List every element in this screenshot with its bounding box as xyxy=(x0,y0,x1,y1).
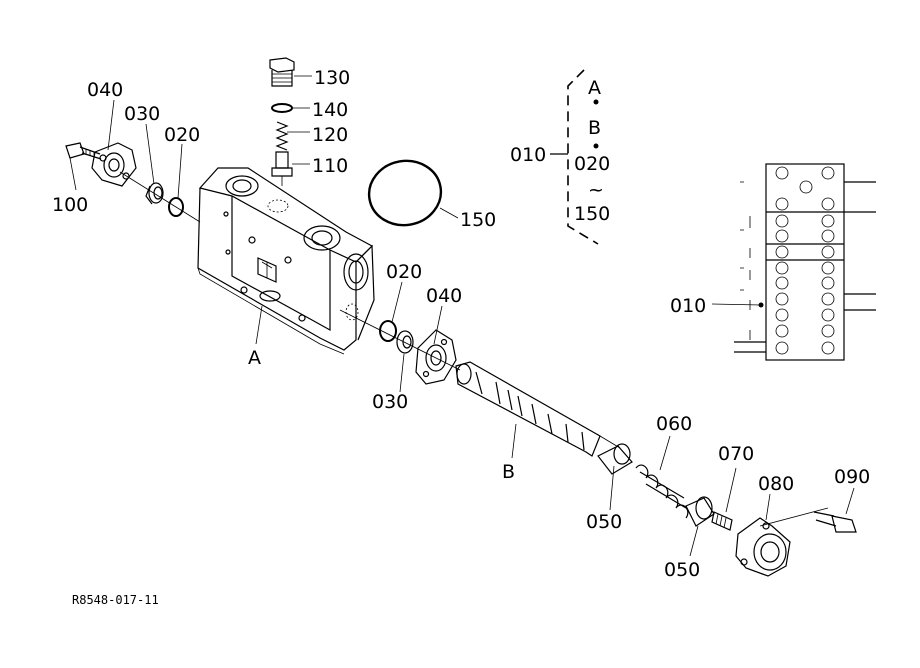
drawing-code: R8548-017-11 xyxy=(72,593,159,607)
washer-030-right-shape xyxy=(396,330,414,354)
bolt-090-shape xyxy=(813,511,857,533)
label-010-inset: 010 xyxy=(670,295,706,317)
label-010-group: 010 xyxy=(510,144,546,166)
o-ring-020-shape xyxy=(168,197,184,217)
label-090: 090 xyxy=(834,466,870,488)
o-ring-140-shape xyxy=(271,103,293,113)
label-020-left: 020 xyxy=(164,124,200,146)
label-020-right: 020 xyxy=(386,261,422,283)
spool-b-shape xyxy=(455,361,621,457)
label-assy-a: A xyxy=(248,347,261,369)
valve-bank-inset xyxy=(734,163,876,361)
assembly-bracket xyxy=(550,69,599,245)
spring-120-shape xyxy=(275,121,289,151)
label-060: 060 xyxy=(656,413,692,435)
label-group-tilde: ~ xyxy=(588,179,604,201)
label-050-upper: 050 xyxy=(586,511,622,533)
valve-body-a-shape xyxy=(197,167,375,355)
left-cover-group xyxy=(65,142,201,223)
bolt-100-shape xyxy=(65,142,102,160)
label-070: 070 xyxy=(718,443,754,465)
right-cover-group xyxy=(339,309,461,385)
poppet-110-shape xyxy=(271,151,293,186)
label-120: 120 xyxy=(312,124,348,146)
o-ring-150-shape xyxy=(367,159,443,227)
cap-080-shape xyxy=(735,517,791,577)
cover-plate-040-right-shape xyxy=(415,329,457,385)
label-group-020: 020 xyxy=(574,153,610,175)
plug-130-shape xyxy=(269,57,295,87)
label-group-b: B xyxy=(588,117,601,139)
cover-plate-040-shape xyxy=(91,142,137,187)
label-assy-b: B xyxy=(502,461,515,483)
spring-assembly xyxy=(597,443,857,577)
label-group-150: 150 xyxy=(574,203,610,225)
label-110: 110 xyxy=(312,155,348,177)
spring-seat-050-upper-shape xyxy=(597,443,633,475)
assembly-axis-left xyxy=(119,171,201,223)
label-050-lower: 050 xyxy=(664,559,700,581)
label-040-right: 040 xyxy=(426,285,462,307)
label-080: 080 xyxy=(758,473,794,495)
leader-lines xyxy=(69,75,855,557)
label-030-right: 030 xyxy=(372,391,408,413)
spring-seat-050-lower-shape xyxy=(685,496,715,527)
label-130: 130 xyxy=(314,67,350,89)
relief-valve-stack xyxy=(269,57,295,186)
label-040-left: 040 xyxy=(87,79,123,101)
bolt-070-shape xyxy=(711,511,733,531)
label-140: 140 xyxy=(312,99,348,121)
label-group-a: A xyxy=(588,77,601,99)
label-100: 100 xyxy=(52,194,88,216)
label-030-left: 030 xyxy=(124,103,160,125)
label-150: 150 xyxy=(460,209,496,231)
spring-060-shape xyxy=(635,464,689,519)
o-ring-020-right-shape xyxy=(379,320,397,342)
callout-labels: 130 140 120 110 040 030 020 100 150 010 … xyxy=(52,67,870,581)
